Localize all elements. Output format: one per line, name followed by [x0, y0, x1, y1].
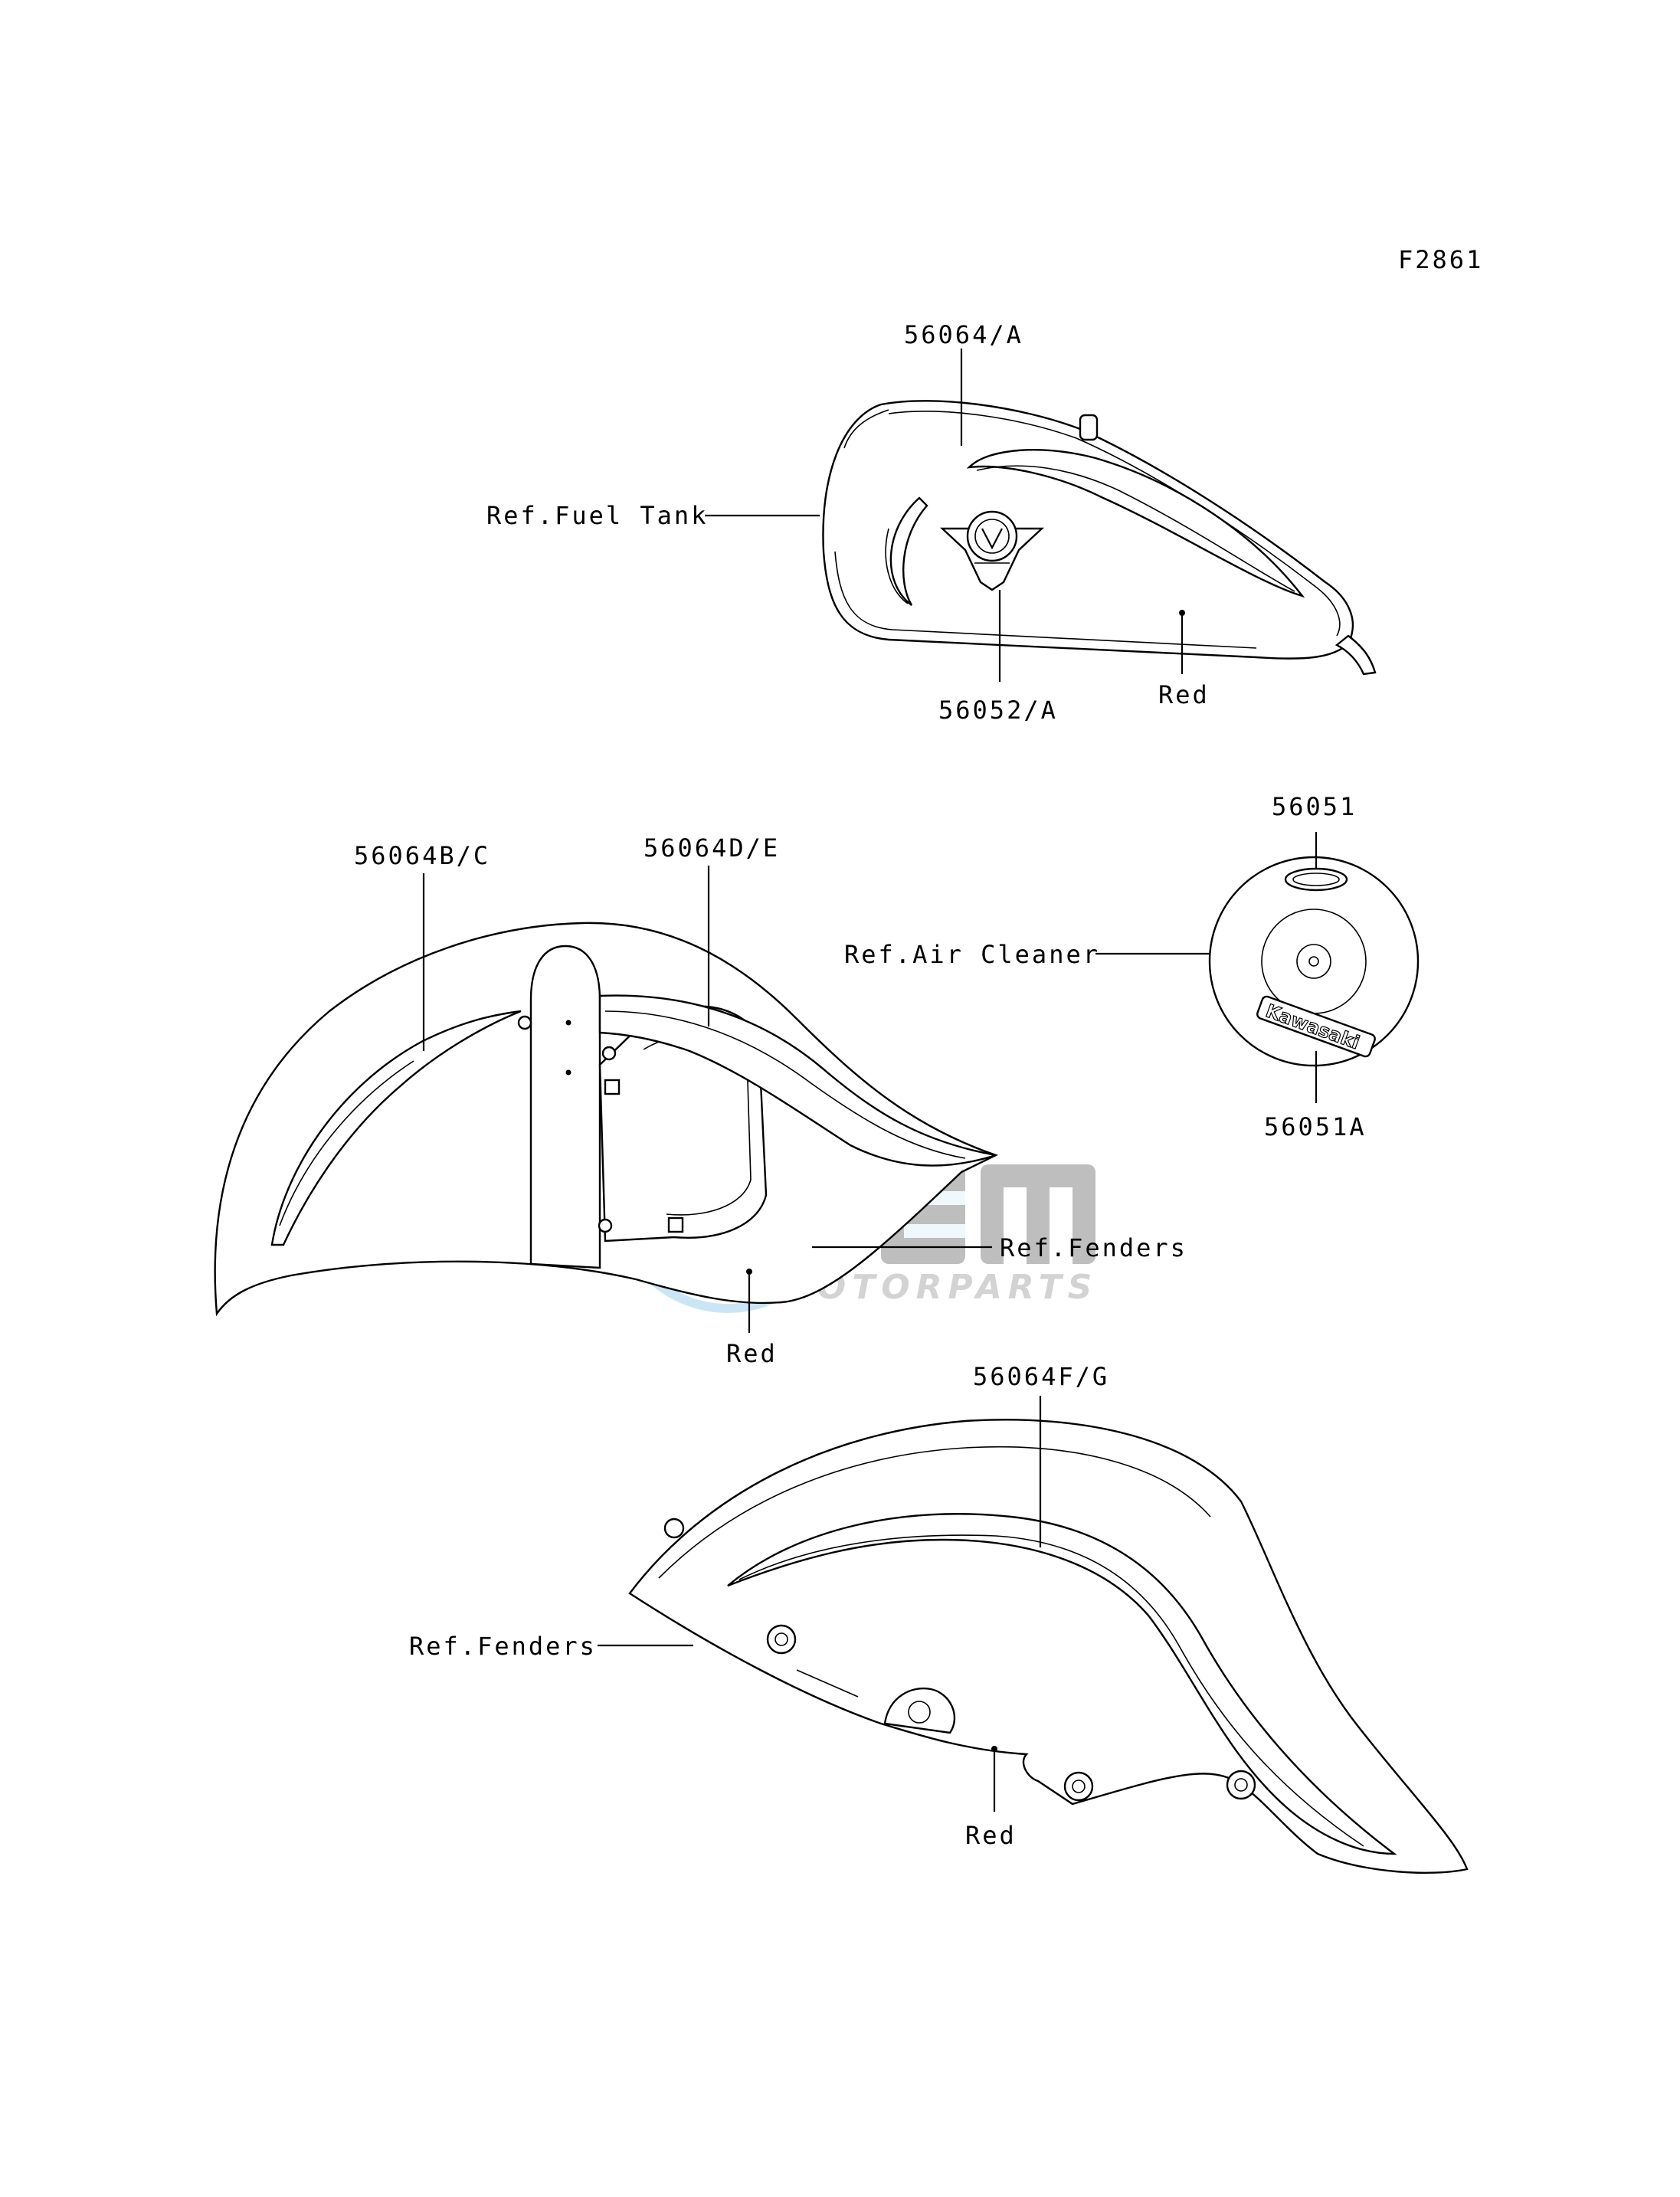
air-cleaner: Kawasaki	[1095, 832, 1420, 1103]
air-cleaner-ref-label: Ref.Air Cleaner	[844, 940, 1100, 969]
air-cleaner-bottom-emblem-part: 56051A	[1264, 1112, 1367, 1141]
rear-fender-stripe-part: 56064F/G	[973, 1362, 1109, 1391]
front-fender	[214, 866, 999, 1333]
fuel-tank-stripe-part: 56064/A	[904, 320, 1023, 349]
air-cleaner-top-emblem	[1284, 867, 1348, 892]
front-fender-stripe-left-part: 56064B/C	[354, 841, 490, 870]
rear-fender-ref-label: Ref.Fenders	[409, 1632, 597, 1661]
fuel-tank-emblem-part: 56052/A	[938, 696, 1058, 725]
rear-fender	[598, 1396, 1469, 1874]
front-fender-stripe-right-part: 56064D/E	[644, 833, 780, 863]
tank-emblem	[939, 510, 1045, 591]
front-fender-color-label: Red	[726, 1339, 778, 1368]
front-fender-ref-label: Ref.Fenders	[1000, 1233, 1187, 1262]
fuel-tank-ref-label: Ref.Fuel Tank	[486, 501, 708, 530]
fuel-tank	[705, 349, 1377, 682]
fuel-tank-color-label: Red	[1158, 680, 1210, 709]
rear-fender-color-label: Red	[965, 1821, 1017, 1850]
air-cleaner-top-emblem-part: 56051	[1272, 792, 1357, 821]
figure-code: F2861	[1398, 245, 1483, 274]
